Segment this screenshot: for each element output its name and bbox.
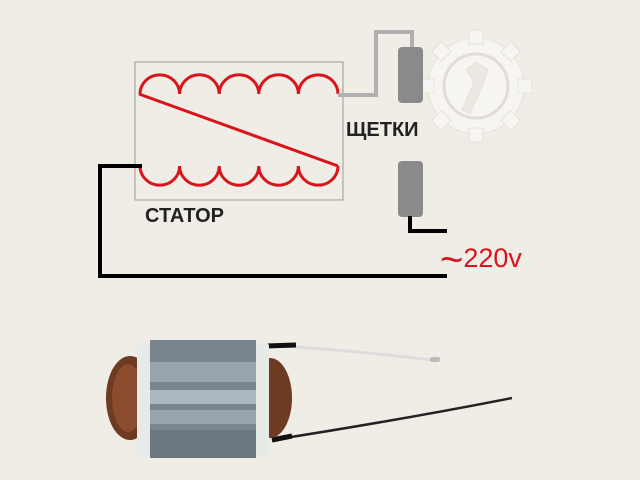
brushes-label: ЩЕТКИ	[346, 119, 419, 141]
ac-symbol: ~	[440, 238, 464, 282]
wire-from-bottom-brush	[408, 216, 447, 233]
wire-from-stator	[98, 164, 447, 278]
voltage-value: 220v	[463, 243, 522, 273]
stator-winding	[138, 73, 340, 187]
stator-label: СТАТОР	[145, 205, 224, 227]
voltage-label: ~220v	[440, 240, 522, 280]
wire-to-top-brush	[338, 30, 414, 97]
top-brush	[398, 47, 423, 103]
stator-box	[134, 61, 344, 201]
bottom-brush	[398, 161, 423, 217]
stator-photo	[106, 340, 513, 458]
gear-wrench-icon	[419, 29, 533, 143]
